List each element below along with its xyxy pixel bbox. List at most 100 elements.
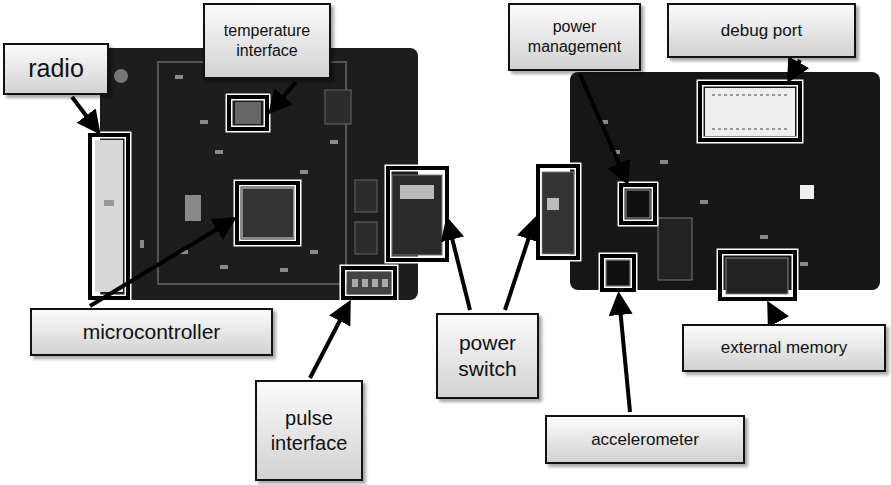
shield-outline — [158, 62, 346, 284]
callout-label: power switch — [444, 330, 531, 383]
switch-body — [392, 175, 442, 255]
callout-text-group: pulse interface — [263, 406, 355, 456]
frame-halo — [237, 183, 298, 243]
resistor — [660, 160, 668, 164]
frame-halo — [700, 83, 800, 140]
callout-box: microcontroller — [30, 308, 273, 356]
highlight-frame — [602, 256, 634, 290]
callout-box: external memory — [682, 324, 886, 372]
highlight-frame — [720, 252, 795, 299]
highlight-frame — [343, 268, 395, 298]
ic — [658, 218, 692, 280]
callout-label: external memory — [721, 337, 848, 358]
pmic-chip — [626, 190, 650, 218]
resistor — [215, 150, 223, 154]
highlight-frame — [229, 97, 267, 129]
callout-text-group: external memory — [721, 337, 848, 358]
resistor — [800, 262, 808, 266]
leader-arrow — [770, 306, 778, 321]
callout-text-group: temperature interface — [211, 21, 323, 61]
resistor — [700, 200, 708, 204]
pin — [352, 279, 358, 287]
highlight-frame — [538, 166, 578, 258]
resistor — [175, 75, 183, 79]
resistor — [310, 250, 318, 254]
frame-halo — [621, 185, 655, 223]
accelerometer-chip — [606, 260, 630, 286]
callout-text-group: power switch — [444, 330, 531, 383]
button — [114, 69, 128, 83]
callout-label: accelerometer — [591, 429, 699, 450]
switch-body — [542, 172, 574, 254]
leader-arrow — [580, 74, 626, 180]
callout-box: debug port — [667, 3, 856, 58]
contacts — [712, 94, 788, 96]
radio-antenna — [95, 140, 123, 292]
frame-halo — [720, 252, 795, 299]
callout-box: temperature interface — [203, 3, 331, 79]
highlight-frame — [237, 183, 298, 243]
callout-text-group: radio — [28, 53, 84, 84]
highlight-halo — [90, 83, 800, 299]
resistor — [330, 140, 338, 144]
resistor — [220, 265, 228, 269]
callout-label: microcontroller — [83, 319, 221, 345]
callout-box: pulse interface — [255, 380, 363, 481]
ic — [325, 90, 351, 124]
crystal — [185, 195, 201, 221]
pcb-front — [100, 48, 418, 300]
leader-arrow — [310, 305, 348, 378]
resistor — [760, 235, 768, 239]
ic — [355, 222, 377, 254]
antenna-mark — [104, 200, 114, 206]
callout-label: temperature interface — [211, 21, 323, 61]
marker-pad — [800, 185, 814, 199]
highlight-frame — [621, 185, 655, 223]
temp-connector — [235, 102, 261, 124]
pin — [362, 279, 368, 287]
connector-contacts — [712, 95, 788, 129]
highlight-frame — [388, 168, 447, 260]
frame-halo — [343, 268, 395, 298]
pulse-header — [347, 272, 391, 294]
callout-label: debug port — [721, 20, 802, 41]
frame-halo — [602, 256, 634, 290]
callout-box: radio — [3, 43, 109, 95]
resistor — [300, 170, 308, 174]
leader-arrow — [72, 97, 97, 130]
highlight-frame — [700, 83, 800, 140]
pin — [382, 279, 388, 287]
leader-arrow — [790, 60, 800, 78]
resistor — [280, 268, 288, 272]
ic — [355, 180, 377, 212]
debug-connector — [705, 88, 795, 136]
passive-parts — [140, 75, 338, 272]
header-pins — [352, 279, 388, 287]
leader-arrow — [505, 222, 534, 310]
pcb-back — [570, 72, 880, 290]
callout-text-group: power management — [516, 17, 633, 57]
callout-text-group: accelerometer — [591, 429, 699, 450]
mcu-chip — [242, 188, 294, 238]
memory-chip — [726, 258, 788, 294]
pin — [372, 279, 378, 287]
callout-label: pulse interface — [263, 406, 355, 456]
frame-halo — [229, 97, 267, 129]
leader-arrow — [272, 82, 296, 110]
leader-arrow — [619, 297, 630, 412]
callout-text-group: microcontroller — [83, 319, 221, 345]
highlight-frames — [90, 83, 800, 299]
frame-halo — [388, 168, 447, 260]
callout-box: power management — [508, 3, 641, 71]
leader-arrow — [90, 220, 232, 306]
callout-text-group: debug port — [721, 20, 802, 41]
resistor — [200, 120, 208, 124]
callout-box: accelerometer — [545, 415, 745, 464]
frame-halo — [538, 166, 578, 258]
callout-label: radio — [28, 53, 84, 84]
switch-slider — [547, 198, 559, 210]
resistor — [140, 240, 144, 248]
frame-halo — [90, 135, 128, 298]
